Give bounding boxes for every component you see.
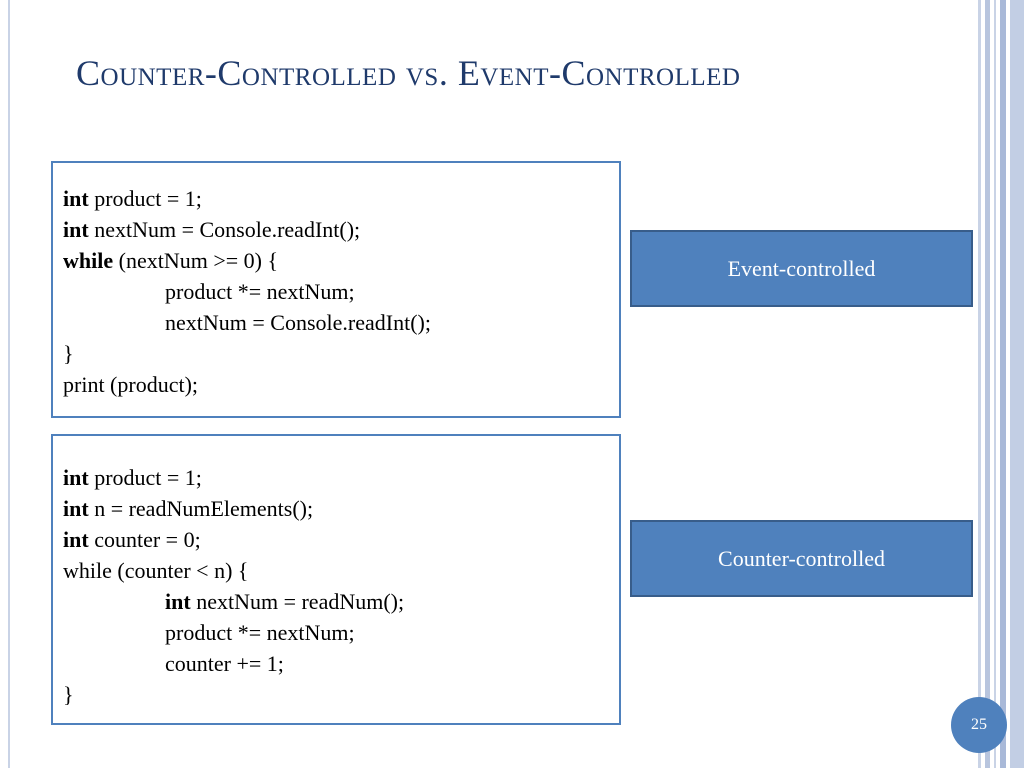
code-text: product = 1;: [88, 186, 202, 211]
code-text: print (product);: [63, 372, 199, 397]
code-keyword: int: [63, 527, 89, 552]
page-number-badge: 25: [951, 697, 1007, 753]
code-keyword: int: [63, 217, 89, 242]
code-line: int nextNum = readNum();: [63, 586, 609, 617]
code-line: nextNum = Console.readInt();: [63, 307, 609, 338]
right-decorative-stripes: [978, 0, 1024, 768]
code-text: nextNum = Console.readInt();: [88, 217, 361, 242]
code-line: int n = readNumElements();: [63, 493, 609, 524]
counter-controlled-label: Counter-controlled: [630, 520, 973, 597]
code-text: }: [63, 682, 74, 707]
code-line: product *= nextNum;: [63, 276, 609, 307]
code-line: print (product);: [63, 369, 609, 400]
code-line: counter += 1;: [63, 648, 609, 679]
event-controlled-label: Event-controlled: [630, 230, 973, 307]
code-line: int nextNum = Console.readInt();: [63, 214, 609, 245]
code-keyword: int: [165, 589, 191, 614]
code-line: int product = 1;: [63, 462, 609, 493]
code-keyword: int: [63, 186, 89, 211]
code-text: counter = 0;: [88, 527, 201, 552]
code-line: int counter = 0;: [63, 524, 609, 555]
slide-title: Counter-Controlled vs. Event-Controlled: [76, 53, 741, 93]
code-text: (nextNum >= 0) {: [113, 248, 279, 273]
code-text: n = readNumElements();: [88, 496, 314, 521]
code-line: }: [63, 338, 609, 369]
counter-controlled-code-box: int product = 1; int n = readNumElements…: [51, 434, 621, 725]
code-keyword: int: [63, 496, 89, 521]
code-text: product = 1;: [88, 465, 202, 490]
code-text: counter += 1;: [165, 651, 284, 676]
left-border-rule: [8, 0, 10, 768]
code-text: nextNum = readNum();: [190, 589, 405, 614]
code-line: int product = 1;: [63, 183, 609, 214]
code-text: product *= nextNum;: [165, 279, 355, 304]
code-line: while (counter < n) {: [63, 555, 609, 586]
code-text: while (counter < n) {: [63, 558, 249, 583]
code-keyword: while: [63, 248, 114, 273]
code-line: while (nextNum >= 0) {: [63, 245, 609, 276]
code-text: nextNum = Console.readInt();: [165, 310, 431, 335]
event-controlled-code-box: int product = 1; int nextNum = Console.r…: [51, 161, 621, 418]
code-keyword: int: [63, 465, 89, 490]
code-text: product *= nextNum;: [165, 620, 355, 645]
code-line: product *= nextNum;: [63, 617, 609, 648]
code-text: }: [63, 341, 74, 366]
code-line: }: [63, 679, 609, 710]
